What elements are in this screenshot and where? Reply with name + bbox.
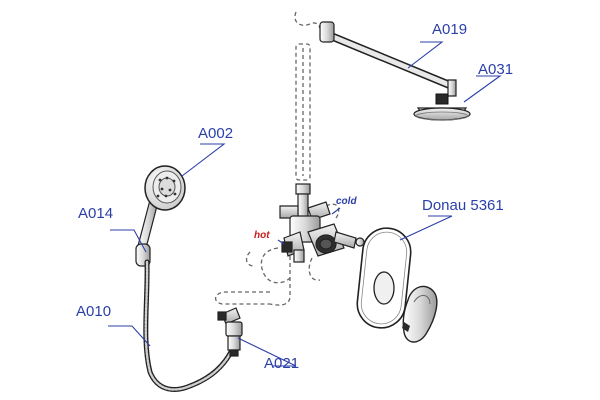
hidden-riser-pipe bbox=[294, 11, 322, 181]
label-a021: A021 bbox=[264, 355, 300, 372]
label-model: Donau 5361 bbox=[422, 197, 504, 214]
concealed-mixer-body bbox=[279, 183, 365, 263]
shower-arm bbox=[319, 21, 457, 97]
hand-shower bbox=[137, 165, 186, 249]
wall-plate-and-lever bbox=[356, 227, 438, 343]
leader-lines bbox=[108, 41, 502, 367]
hidden-pipes bbox=[215, 203, 340, 306]
label-a031: A031 bbox=[478, 61, 514, 78]
label-a014: A014 bbox=[78, 205, 114, 222]
label-hot: hot bbox=[254, 230, 270, 241]
label-a010: A010 bbox=[76, 303, 112, 320]
label-a019: A019 bbox=[432, 21, 468, 38]
overhead-shower-head bbox=[413, 93, 471, 121]
wall-elbow bbox=[217, 307, 243, 357]
shower-hose bbox=[143, 259, 235, 392]
label-cold: cold bbox=[336, 196, 357, 207]
label-a002: A002 bbox=[198, 125, 234, 142]
